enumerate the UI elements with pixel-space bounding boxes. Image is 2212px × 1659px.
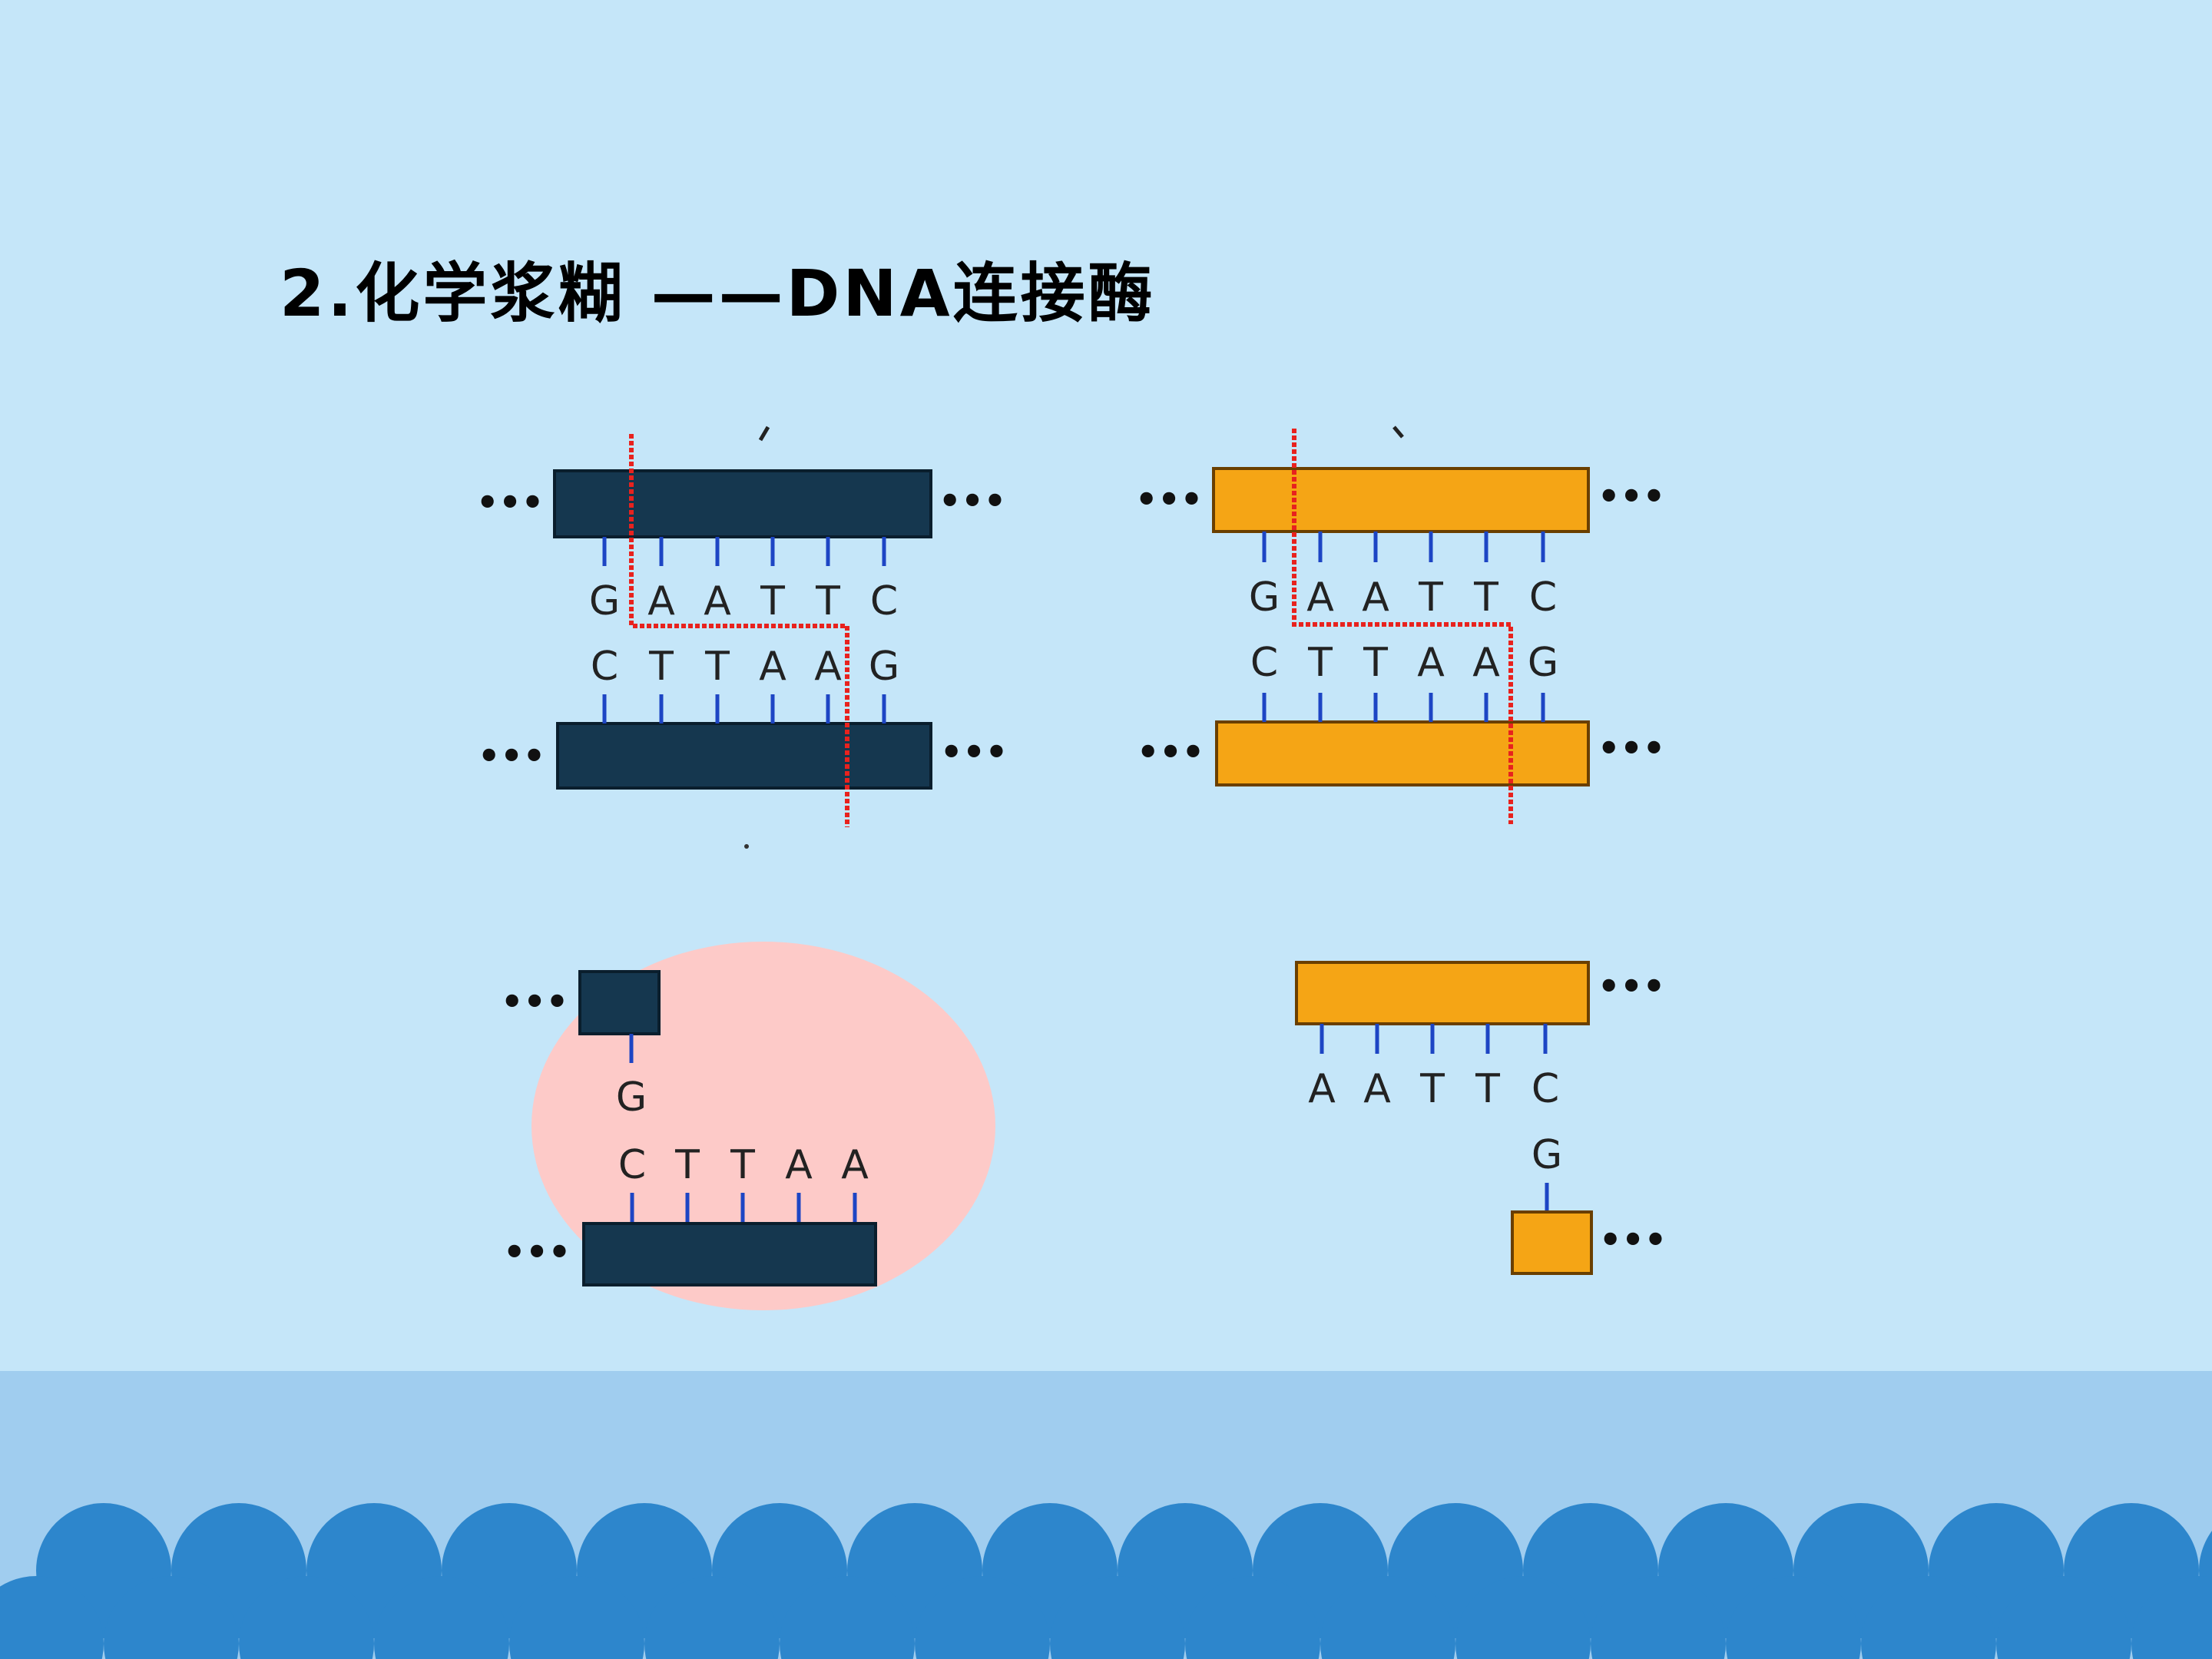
scallop-row-front [0,1576,2212,1659]
dark-fragment: G C T T A A [578,970,877,1286]
ellipsis: ••• [503,1231,571,1273]
scallop [915,1576,1050,1659]
scallop [1726,1576,1861,1659]
slide-title: 2.化学浆糊 ——DNA连接酶 [280,256,1156,331]
scallop [1861,1576,1996,1659]
base-label: T [730,1142,755,1188]
dark-bottom-strand [556,722,932,790]
base-label: A [1362,575,1389,621]
orange-bottom-strand [1215,720,1590,786]
base-label: T [760,578,785,624]
base-label: T [1419,1066,1445,1112]
base-label: A [1308,1066,1336,1112]
base-label: T [1473,575,1498,621]
scallop [644,1576,780,1659]
tick-mark [758,426,770,442]
ellipsis-group: ••• ••• ••• ••• ••• ••• ••• ••• ••• ••• … [476,475,1667,1273]
dark-top-bonds [602,537,886,566]
base-label: T [674,1142,700,1188]
scallop [0,1576,104,1659]
base-label: A [647,578,675,624]
base-label: G [616,1075,647,1121]
base-label: T [1307,640,1333,686]
scallop [509,1576,644,1659]
scallop [1050,1576,1185,1659]
base-label: A [759,644,786,690]
scallop [239,1576,374,1659]
orange-fragment-bonds [1320,1024,1548,1054]
ellipsis: ••• [1135,478,1203,520]
base-label: A [1363,1066,1391,1112]
ellipsis: ••• [478,735,545,777]
ellipsis: ••• [501,981,568,1022]
dark-fragment-overhang: C T T A A [618,1142,869,1188]
base-label: C [591,644,618,690]
scallop [1320,1576,1455,1659]
base-label: G [1249,575,1280,621]
orange-fragment-top-strand [1295,961,1590,1025]
base-label: A [785,1142,813,1188]
base-label: G [589,578,620,624]
scallop [374,1576,509,1659]
orange-top-bonds [1262,531,1545,562]
orange-fragment-overhang: A A T T C [1308,1066,1559,1112]
dark-bottom-bases: C T T A A G [591,644,899,690]
orange-dna-intact: G A A T T C C T T A A G [1212,429,1590,824]
ellipsis: ••• [1598,727,1665,769]
base-label: C [870,578,898,624]
scallop [2131,1576,2212,1659]
base-label: G [1528,640,1558,686]
dark-top-bases: G A A T T C [589,578,898,624]
dark-dna-intact: G A A T T C C T T A A G [553,434,932,827]
dark-top-strand [553,469,932,538]
base-label: A [1472,640,1500,686]
cut-line [1292,429,1513,824]
scallop [1591,1576,1726,1659]
scallop [1996,1576,2131,1659]
scallop [1455,1576,1591,1659]
ellipsis: ••• [1598,475,1665,517]
base-label: T [1418,575,1443,621]
ellipsis: ••• [1599,1219,1667,1260]
base-label: A [1306,575,1334,621]
orange-fragment-bottom-block [1511,1210,1593,1275]
base-label: T [815,578,840,624]
dark-fragment-top-block [578,970,661,1035]
dark-bottom-bonds [602,694,886,724]
orange-top-strand [1212,467,1590,533]
ellipsis: ••• [1598,965,1665,1007]
orange-bottom-bonds [1262,693,1545,722]
orange-top-bases: G A A T T C [1249,575,1557,621]
base-label: G [1532,1132,1562,1178]
base-label: A [841,1142,869,1188]
base-label: C [1250,640,1278,686]
base-label: T [1475,1066,1500,1112]
dot-mark [744,844,749,849]
dark-fragment-bonds [630,1193,857,1224]
base-label: A [704,578,731,624]
orange-fragment: A A T T C G [1295,961,1593,1275]
scallop [1185,1576,1320,1659]
orange-bottom-bases: C T T A A G [1250,640,1558,686]
ellipsis: ••• [1137,731,1204,773]
ellipsis: ••• [939,480,1006,522]
base-label: G [869,644,899,690]
base-label: C [618,1142,646,1188]
ellipsis: ••• [476,482,544,523]
tick-mark [1392,426,1404,439]
base-label: C [1529,575,1557,621]
ellipsis: ••• [940,731,1008,773]
base-label: T [648,644,674,690]
scallop [780,1576,915,1659]
cut-line [629,434,849,827]
scallop [104,1576,239,1659]
base-label: T [704,644,730,690]
base-label: A [1417,640,1445,686]
base-label: T [1363,640,1388,686]
base-label: A [814,644,842,690]
base-label: C [1532,1066,1559,1112]
dark-fragment-bottom-strand [582,1222,877,1286]
